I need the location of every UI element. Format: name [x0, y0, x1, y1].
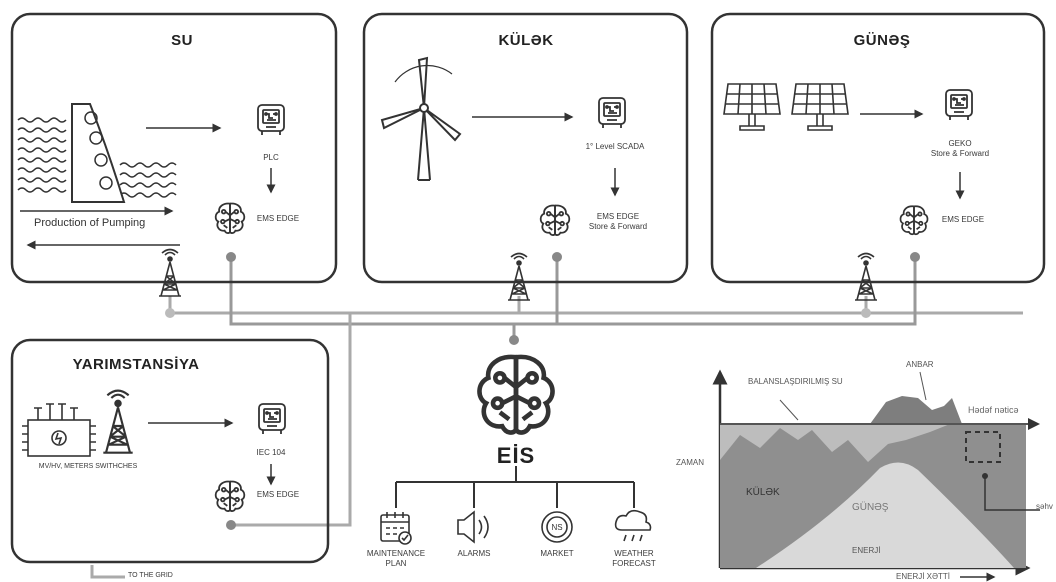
plc-device-icon	[257, 104, 285, 136]
weather-label: WEATHER	[614, 549, 654, 558]
wind-label: KÜLƏK	[746, 487, 780, 498]
kulek-panel	[362, 12, 689, 284]
geko-label: GEKO	[948, 139, 972, 148]
ems-edge-brain-icon	[214, 480, 246, 512]
gunes-title: GÜNƏŞ	[853, 32, 911, 49]
antenna-tower-icon	[158, 248, 182, 297]
yarim-ems-edge-label: EMS EDGE	[256, 490, 300, 499]
balanced-water-label: BALANSLAŞDIRILMIŞ SU	[748, 377, 843, 386]
zaman-label: ZAMAN	[676, 458, 704, 467]
connection-dots	[165, 252, 920, 530]
target-result-label: Hədəf nəticə	[968, 405, 1019, 415]
plan-label: PLAN	[385, 559, 407, 568]
gunes-ems-edge-label: EMS EDGE	[941, 215, 985, 224]
su-panel	[10, 12, 338, 284]
scada-label: 1° Level SCADA	[585, 142, 645, 151]
forecast-label: FORECAST	[612, 559, 656, 568]
coin-icon	[541, 511, 573, 543]
antenna-tower-icon	[102, 389, 134, 454]
storage-pointer	[919, 371, 927, 401]
su-title: SU	[171, 32, 193, 49]
yarimstansiya-panel	[10, 338, 330, 564]
energy-chart	[712, 369, 1040, 582]
speaker-icon	[457, 510, 489, 544]
market-label: MARKET	[540, 549, 574, 558]
energy-line-label: ENERJİ XƏTTİ	[896, 572, 951, 581]
to-the-grid-label: TO THE GRID	[128, 572, 173, 579]
kulek-title: KÜLƏK	[498, 32, 554, 49]
kulek-ems-edge-label: EMS EDGE	[596, 212, 640, 221]
yarimstansiya-title: YARIMSTANSİYA	[72, 356, 200, 373]
eis-tree	[395, 466, 635, 508]
kulek-store-forward-label: Store & Forward	[588, 222, 648, 231]
geko-device-icon	[945, 89, 973, 121]
error-pointer	[984, 476, 1040, 511]
antenna-tower-icon	[854, 252, 878, 301]
error-box	[965, 431, 1001, 463]
enerji-label: ENERJİ	[852, 546, 881, 555]
scada-device-icon	[598, 97, 626, 129]
balanced-pointer	[779, 399, 799, 421]
ems-edge-brain-icon	[214, 202, 246, 234]
antenna-tower-icon	[507, 252, 531, 301]
meters-label: MV/HV, METERS SWITHCHES	[38, 463, 138, 470]
gunes-store-forward-label: Store & Forward	[930, 149, 990, 158]
ems-edge-brain-icon	[539, 204, 571, 236]
wind-turbine-icon	[380, 56, 462, 181]
gunes-panel	[710, 12, 1046, 284]
plc-label: PLC	[263, 153, 279, 162]
iec104-device-icon	[258, 403, 286, 435]
ems-edge-brain-icon	[899, 205, 929, 236]
eis-title: EİS	[496, 443, 536, 468]
su-ems-edge-label: EMS EDGE	[256, 214, 300, 223]
coin-label: NS	[551, 523, 562, 532]
alarms-label: ALARMS	[457, 549, 491, 558]
balanced-water-area	[720, 424, 950, 462]
pumping-label: Production of Pumping	[34, 217, 146, 229]
dam-icon	[17, 103, 177, 203]
eis-brain-icon	[479, 357, 552, 433]
error-label: səhv	[1036, 502, 1053, 511]
storage-label: ANBAR	[906, 360, 934, 369]
sun-area	[756, 462, 1014, 568]
calendar-icon	[380, 512, 412, 545]
storage-area	[870, 396, 962, 424]
maintenance-label: MAINTENANCE	[366, 549, 426, 558]
solar-panel-icon	[723, 83, 781, 131]
solar-panel-icon	[791, 83, 849, 131]
iec104-label: IEC 104	[256, 448, 286, 457]
sun-label: GÜNƏŞ	[852, 502, 889, 513]
transformer-icon	[22, 403, 96, 457]
weather-icon	[614, 509, 652, 542]
